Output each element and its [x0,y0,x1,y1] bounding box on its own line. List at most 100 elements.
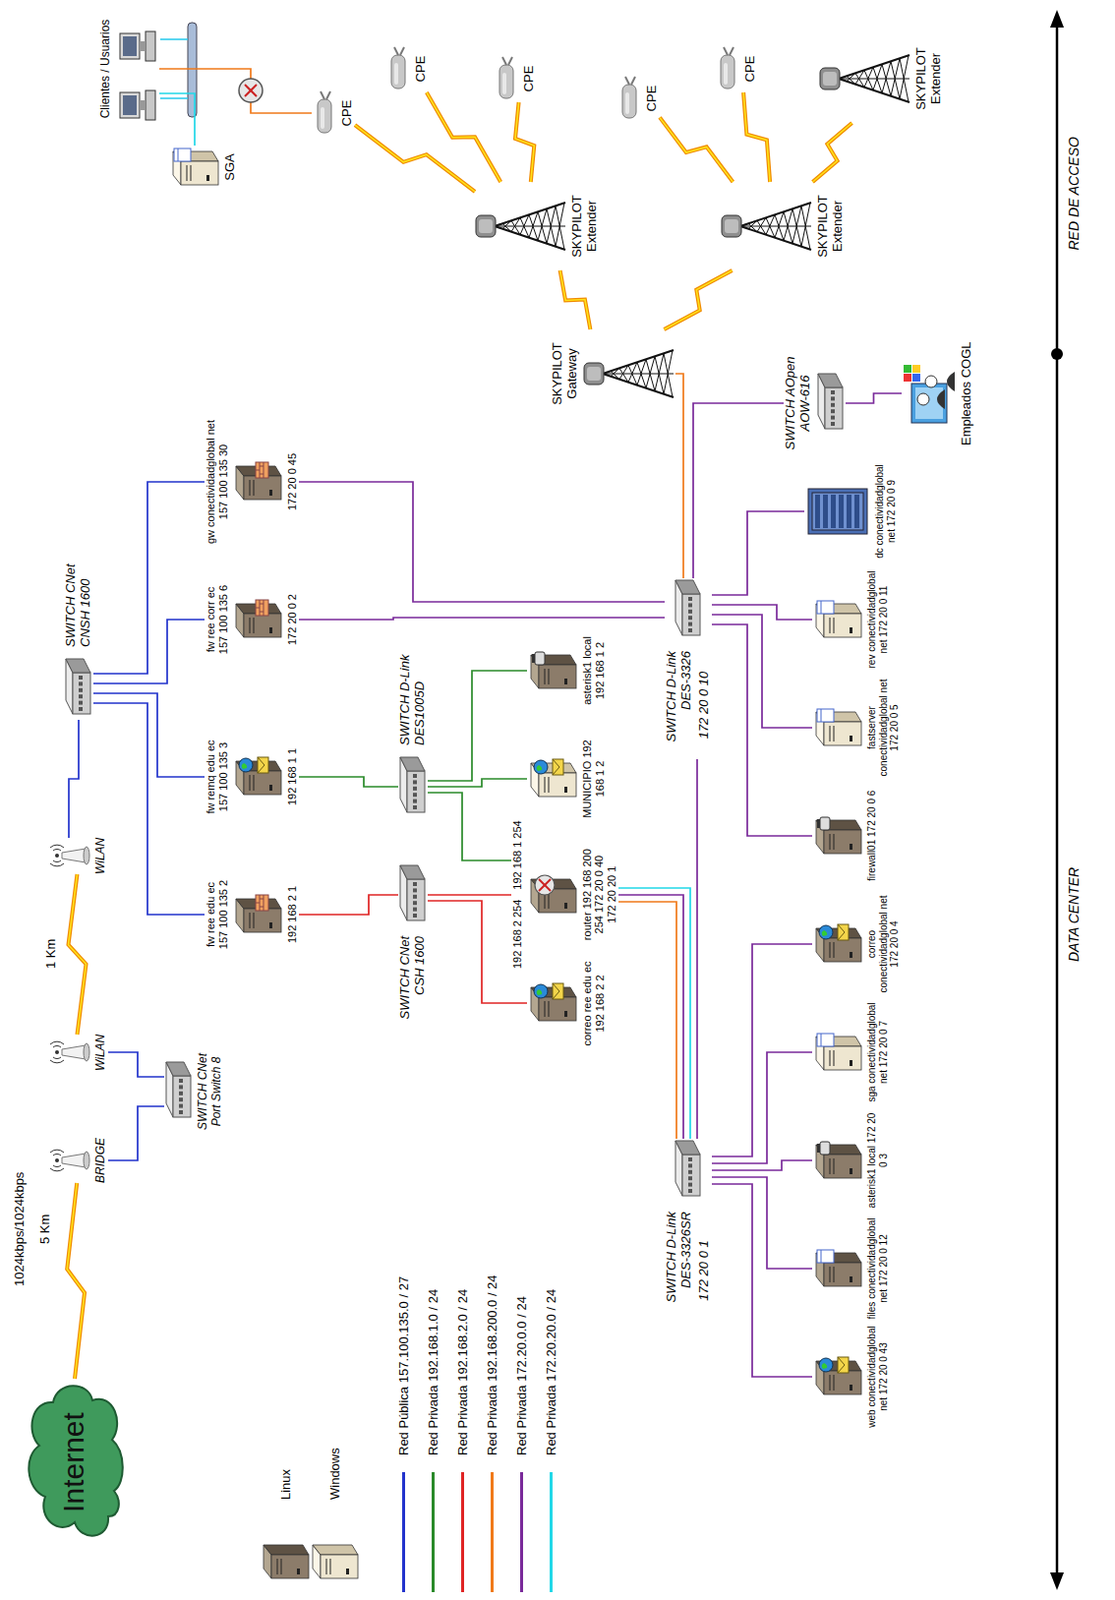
wireless-link [663,270,732,330]
wire [618,887,691,1139]
network-link [663,270,732,330]
legend-label: Red Pública 157.100.135.0 / 27 [396,1274,411,1458]
cpe-icon [714,45,741,93]
node-icon [583,342,676,406]
node-icon [720,194,814,258]
wire [693,403,784,579]
node-column: SWITCH AOpen AOW-616 [783,349,846,458]
legend-label: Windows [327,1445,343,1502]
network-link [93,703,205,915]
network-link [66,1182,85,1379]
node-icon [812,1030,864,1074]
annotation-label: DATA CENTER [1065,865,1082,964]
node-icon [232,755,284,799]
node-label: SGA [223,153,238,180]
network-node: CPE [493,55,537,103]
annotation-label: 1024kbps/1024kbps [11,1170,27,1289]
node-icon [804,484,872,538]
wireless-link [354,124,475,192]
cpe-icon [616,74,643,122]
node-label: web conectividadglobal net 172 20 0 43 [866,1325,889,1428]
node-column: WiLAN [46,1034,109,1071]
network-link [298,776,399,787]
node-label: Internet [57,1411,92,1513]
node-label: SWITCH AOpen AOW-616 [783,349,814,458]
network-link [560,270,591,330]
network-node: SWITCH D-Link DES-3326172 20 0 10 [664,578,712,760]
node-label: 192 168 1 1 [286,748,299,806]
node-label: files conectividadglobal net 172 20 0 12 [866,1217,889,1320]
switch-icon [398,863,428,927]
client-router [238,78,263,103]
network-node: correo ree edu ec 192 168 2 2 [527,956,606,1051]
node-label: 172 20 0 2 [286,593,299,646]
network-node: Empleados COGL [901,342,975,447]
legend-icon [259,1538,311,1583]
network-link [108,1052,165,1077]
linux-server-icon [812,1138,864,1182]
node-icon [901,361,957,425]
network-link [711,511,805,595]
node-label: SWITCH CNet Port Switch 8 [196,1042,225,1141]
antenna-icon [46,1142,92,1178]
node-column: fastserver conectividadglobal net 172 20… [812,676,901,779]
wireless-link [66,1182,85,1379]
wireless-link [813,122,853,182]
network-node: firewall01 172 20 0 6 [812,790,879,881]
linux-server-icon [259,1538,311,1583]
network-node: SGA [169,145,238,189]
wire [159,68,312,114]
network-node: web conectividadglobal net 172 20 0 43 [812,1325,889,1428]
legend-label: Red Privada 192.168.2.0 / 24 [455,1287,470,1458]
node-column: SWITCH D-Link DES-3326172 20 0 10 [664,650,712,760]
network-node: CPE [616,74,660,122]
wire [108,1106,165,1161]
wireless-link [743,92,770,182]
network-node: 192 168 2 254192 168 1 254router 192 168… [511,820,619,969]
linux-server-icon [527,873,579,917]
switch-icon [164,1059,194,1123]
network-link [711,1160,813,1171]
node-icon [816,371,846,435]
network-node: SWITCH D-Link DES1005D [398,646,428,819]
network-link [93,693,205,777]
linux-server-icon [812,1354,864,1399]
network-node: CPE [714,45,759,93]
node-row: SWITCH D-Link DES-3326SR172 20 0 1 [664,1138,712,1330]
wireless-link [68,874,87,1035]
linux-server-icon [527,648,579,693]
node-column: CPE [385,45,429,93]
node-label: CPE [413,56,429,83]
skypilot-tower-icon [583,342,676,406]
node-icon [116,9,160,128]
node-label: SKYPILOT Extender [816,181,846,271]
node-column: correo conectividadglobal net 172 20 0 4 [812,892,901,996]
node-icon [493,55,520,103]
network-node: SKYPILOT Extender [720,181,846,271]
wire [427,893,512,896]
network-link [711,1052,813,1164]
network-link [697,759,699,1139]
wire [711,1183,813,1377]
linux-server-icon [232,460,284,504]
node-icon [46,1142,92,1178]
network-link [693,403,784,579]
wire [298,617,665,620]
network-link [298,894,399,915]
node-column: WiLAN [46,837,109,875]
annotation-label: 5 Km [37,1212,53,1246]
network-node: fastserver conectividadglobal net 172 20… [812,676,901,779]
node-column: rev conectividadglobal net 172 20 0 11 [812,568,889,671]
wire [711,1176,813,1269]
wire [618,901,677,1139]
network-node: files conectividadglobal net 172 20 0 12 [812,1217,889,1320]
node-column: Empleados COGL [901,342,975,447]
network-link [427,894,512,896]
node-label: Empleados COGL [959,342,975,447]
wire [711,511,805,595]
node-icon [474,194,568,258]
node-label: SWITCH CNet CNSH 1600 [63,548,94,647]
node-column: SWITCH CNet Port Switch 8 [164,1042,225,1141]
wire [711,614,813,728]
node-label: 192 168 2 254 [511,899,525,969]
